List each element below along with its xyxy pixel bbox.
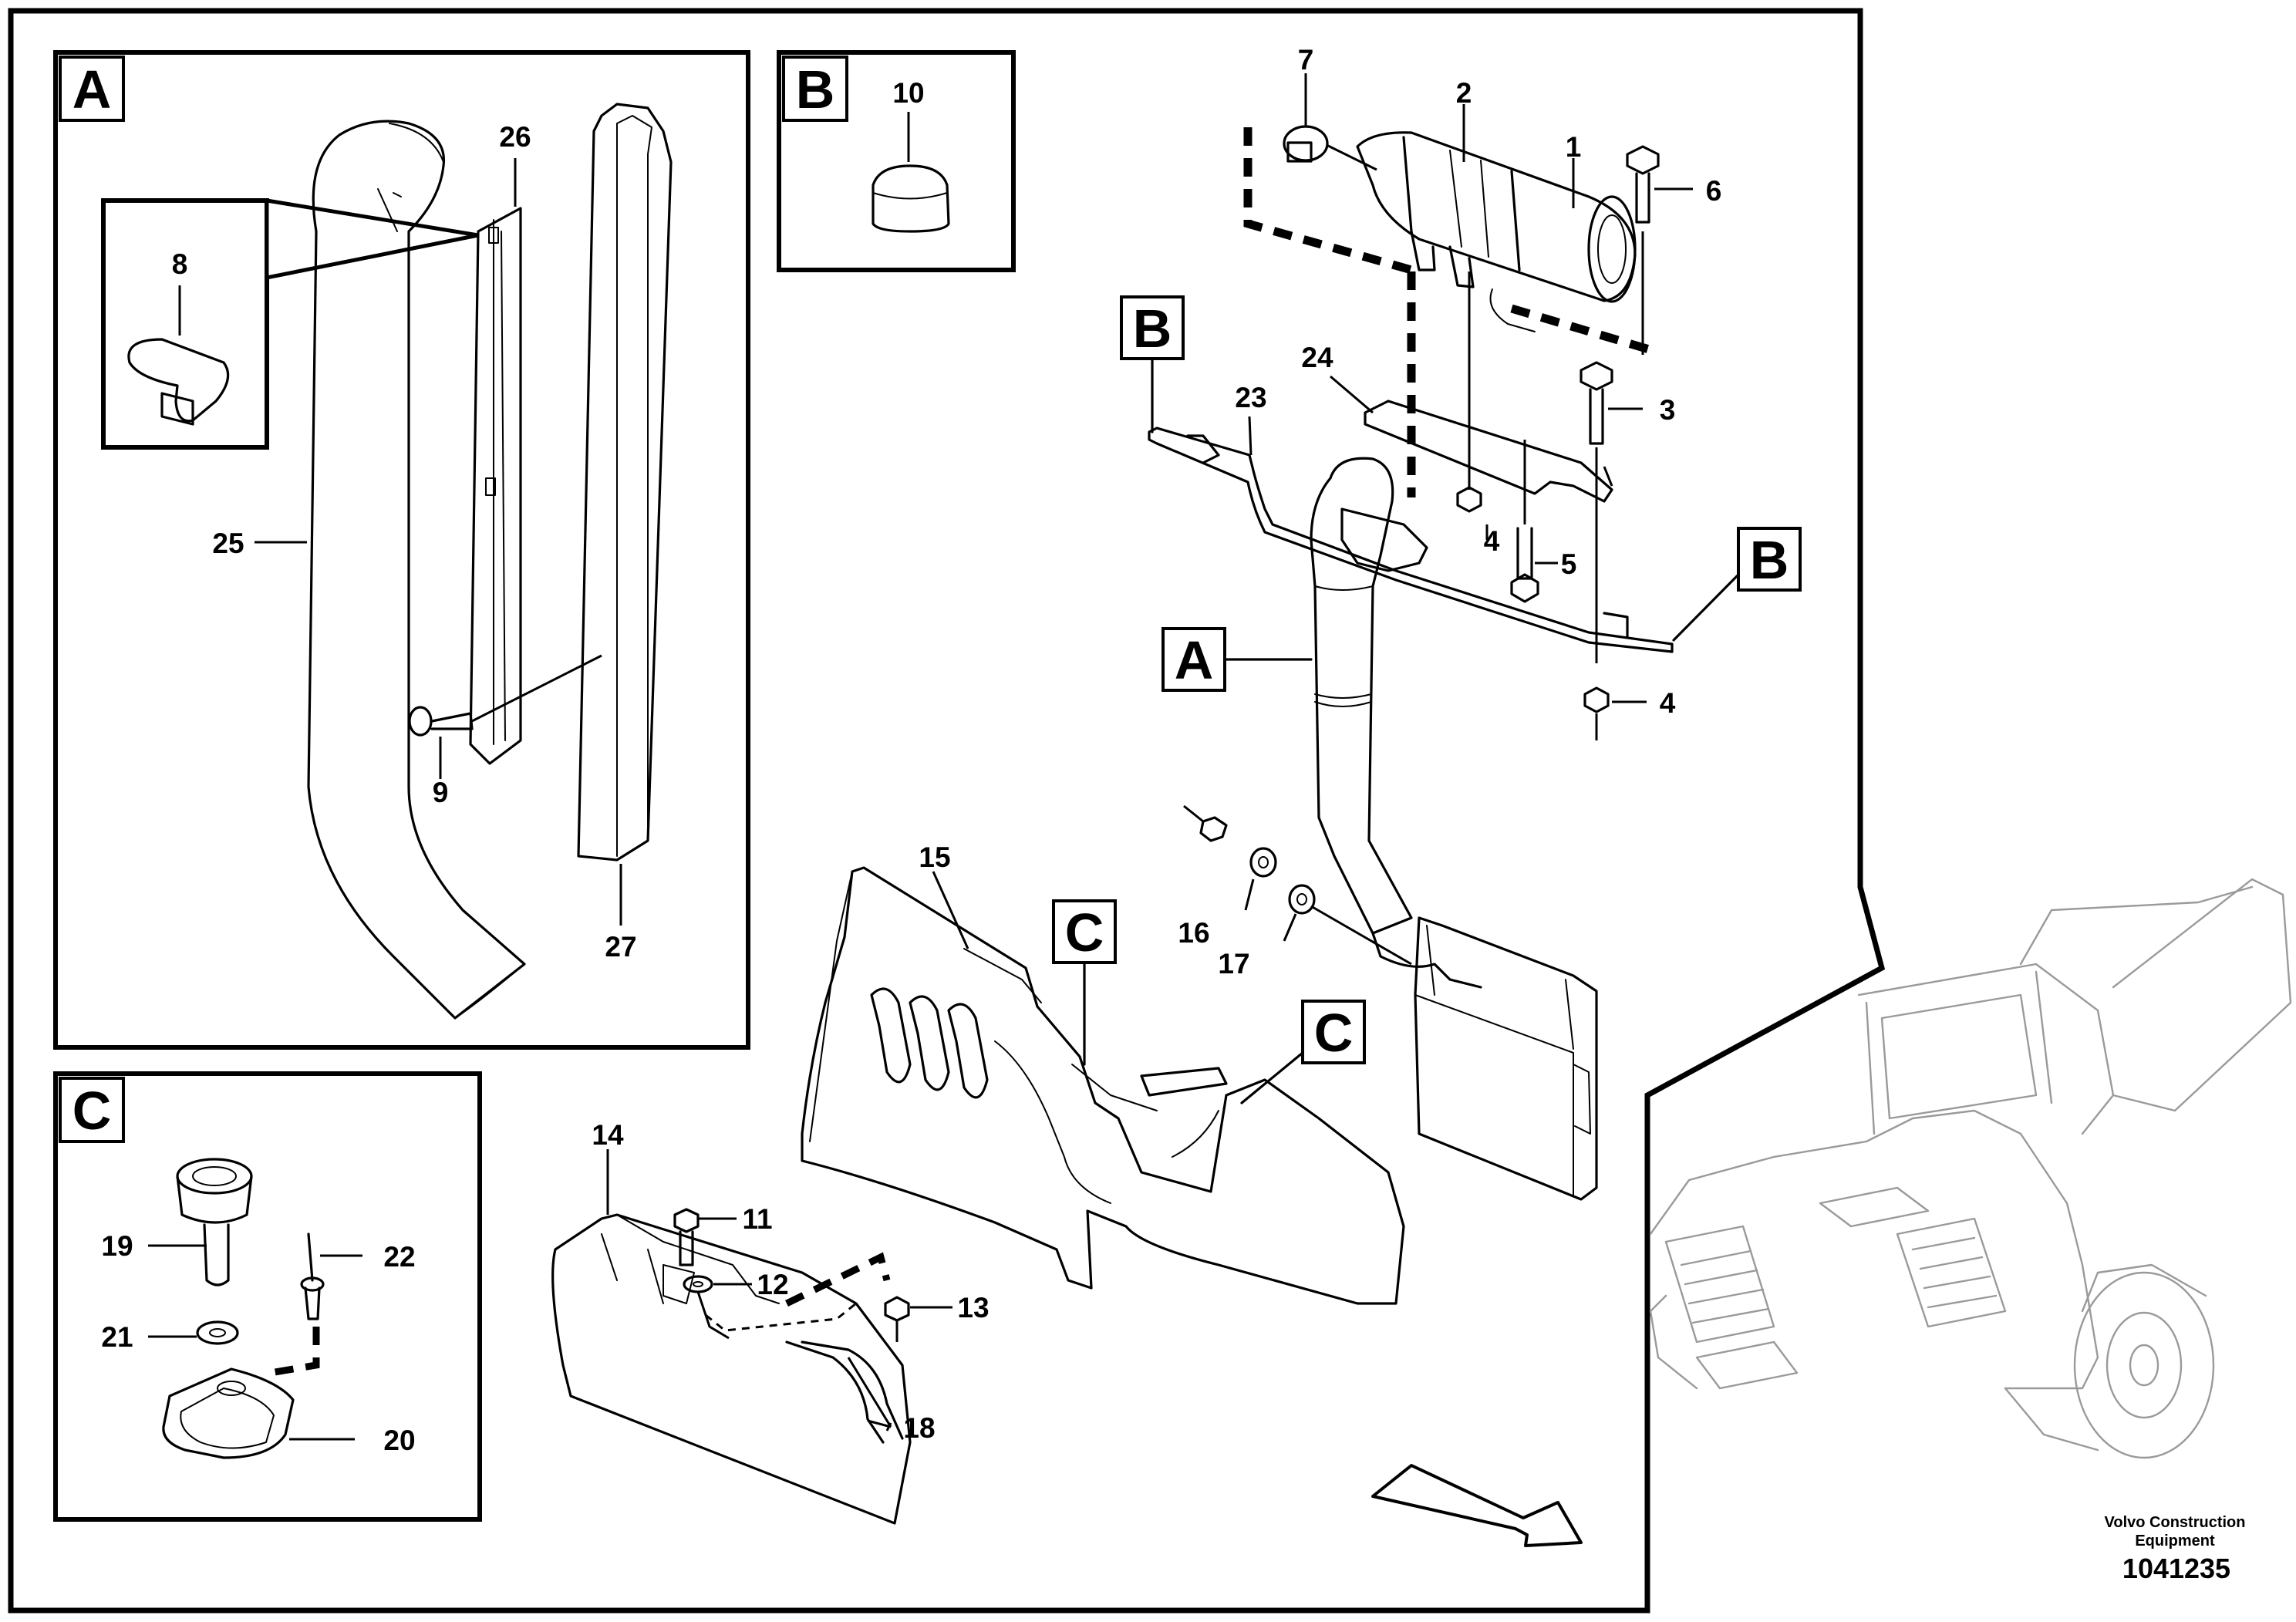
- inset-part-8: [101, 198, 269, 450]
- part-label-16: 16: [1178, 917, 1209, 949]
- part-3-bolt: [1580, 361, 1613, 663]
- part-8-clamp: [127, 338, 230, 426]
- part-label-12: 12: [757, 1269, 788, 1300]
- part-label-23: 23: [1235, 382, 1266, 413]
- callout-box-c-right: [1301, 1000, 1366, 1064]
- part-27-channel: [577, 103, 673, 862]
- part-label-15: 15: [919, 841, 950, 873]
- part-label-9: 9: [433, 777, 449, 808]
- part-25-pipe: [307, 120, 526, 1020]
- part-label-22: 22: [383, 1241, 415, 1273]
- part-labels: 1 2 3 4 4 5 6 7 8 9 10 11 12 13 14 15 16…: [101, 44, 1721, 1456]
- callout-letter-c-right: C: [1314, 1003, 1354, 1063]
- machine-illustration: [1649, 878, 2292, 1459]
- detail-letter-b: B: [796, 59, 835, 120]
- detail-box-c: [53, 1071, 482, 1522]
- part-label-27: 27: [605, 931, 636, 963]
- part-19-knob: [176, 1158, 253, 1286]
- part-23-frame: [1148, 427, 1674, 653]
- callout-box-b-left: [1120, 295, 1185, 360]
- part-4-nut-upper: [1456, 486, 1482, 513]
- part-26-strip: [469, 207, 522, 765]
- part-label-7: 7: [1298, 44, 1314, 76]
- part-label-3: 3: [1660, 394, 1676, 426]
- part-16-17-fasteners: [1183, 804, 1412, 966]
- main-frame: [8, 8, 1886, 1614]
- leader-lines: [148, 73, 1693, 1441]
- part-15-cover: [801, 866, 1405, 1305]
- part-22-rivet: [300, 1233, 325, 1320]
- part-label-4-upper: 4: [1484, 525, 1500, 557]
- air-duct-housing: [1371, 916, 1598, 1201]
- part-label-21: 21: [101, 1321, 133, 1353]
- part-label-6: 6: [1706, 175, 1722, 207]
- part-4-nut-lower: [1583, 686, 1610, 713]
- detail-letter-box-b: [782, 56, 848, 122]
- part-7-clamp: [1283, 125, 1377, 171]
- part-label-18: 18: [903, 1412, 935, 1444]
- part-6-bolt: [1626, 145, 1660, 355]
- part-11-12-13-fasteners: [673, 1208, 910, 1342]
- part-label-1: 1: [1566, 131, 1582, 163]
- callout-box-b-right: [1737, 527, 1802, 592]
- direction-arrow-icon: [1371, 1464, 1583, 1547]
- part-10-sleeve: [872, 164, 950, 233]
- part-label-13: 13: [957, 1292, 989, 1324]
- part-label-17: 17: [1218, 948, 1249, 980]
- part-20-bracket: [162, 1367, 295, 1459]
- part-21-washer: [196, 1320, 239, 1345]
- detail-letter-box-c: [59, 1077, 125, 1143]
- callout-letter-b-left: B: [1133, 298, 1172, 359]
- callout-letter-c-left: C: [1065, 902, 1104, 963]
- part-24-bracket: [1364, 400, 1613, 503]
- part-9-screw: [408, 654, 602, 737]
- reference-number: 1041235: [2122, 1553, 2230, 1584]
- part-1-2-air-filter: [1356, 131, 1637, 332]
- detail-letter-a: A: [72, 59, 112, 120]
- brand-line-1: Volvo Construction: [2105, 1514, 2246, 1531]
- intake-pipe: [1310, 457, 1428, 935]
- part-label-4-lower: 4: [1660, 687, 1676, 719]
- callout-letter-a-pipe: A: [1175, 630, 1214, 690]
- part-label-5: 5: [1561, 548, 1577, 580]
- part-label-19: 19: [101, 1230, 133, 1262]
- callout-box-c-left: [1052, 899, 1117, 964]
- part-label-10: 10: [892, 77, 924, 109]
- detail-letter-c: C: [72, 1081, 112, 1141]
- part-label-25: 25: [212, 528, 244, 559]
- brand-line-2: Equipment: [2135, 1533, 2215, 1549]
- part-label-20: 20: [383, 1425, 415, 1456]
- part-label-24: 24: [1301, 342, 1333, 373]
- part-14-panel: [551, 1213, 912, 1525]
- part-5-stud: [1510, 440, 1539, 603]
- detail-letter-box-a: [59, 56, 125, 122]
- part-label-11: 11: [742, 1203, 772, 1235]
- callout-letter-b-right: B: [1750, 530, 1789, 590]
- part-label-2: 2: [1456, 77, 1472, 109]
- part-label-14: 14: [592, 1119, 624, 1151]
- part-label-26: 26: [499, 121, 531, 153]
- part-label-8: 8: [172, 248, 188, 280]
